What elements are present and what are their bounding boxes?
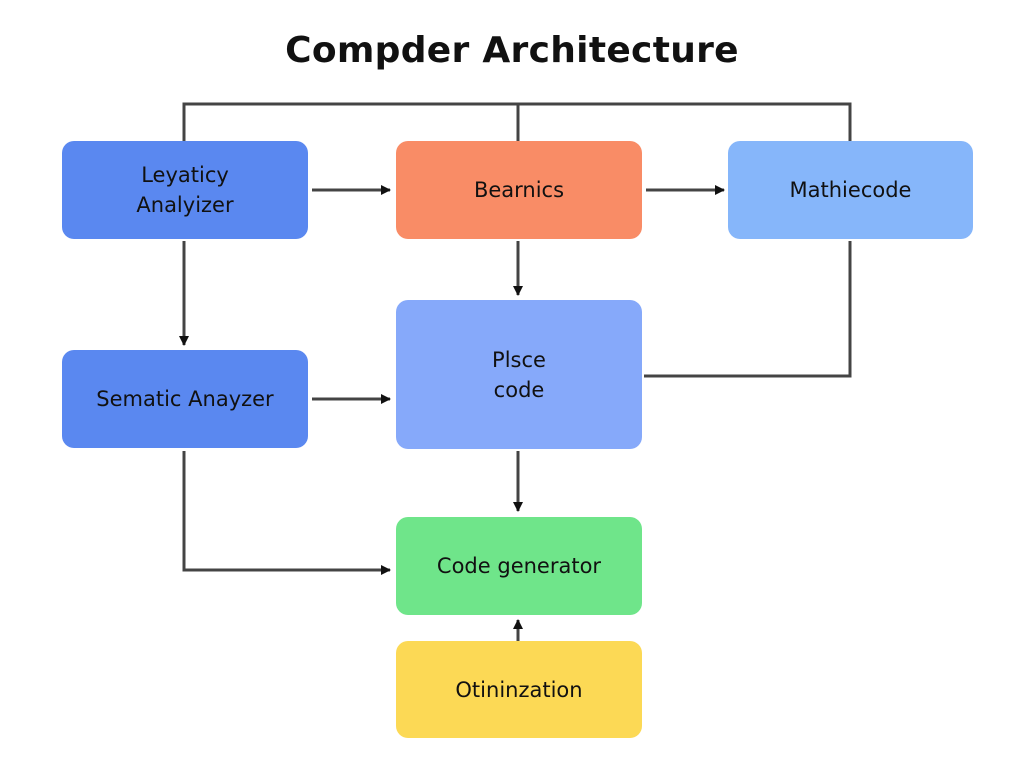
node-place-code: Plsce code — [396, 300, 642, 449]
node-code-generator: Code generator — [396, 517, 642, 615]
edge-semantic-to-codegen — [182, 451, 391, 575]
edge-machine-to-place — [644, 241, 852, 378]
node-optimization: Otininzation — [396, 641, 642, 738]
node-beamics: Bearnics — [396, 141, 642, 239]
node-lexical-analyzer: Leyaticy Analyizer — [62, 141, 308, 239]
node-semantic-analyzer: Sematic Anayzer — [62, 350, 308, 448]
node-machine-code: Mathiecode — [728, 141, 973, 239]
diagram-title: Compder Architecture — [285, 30, 739, 71]
